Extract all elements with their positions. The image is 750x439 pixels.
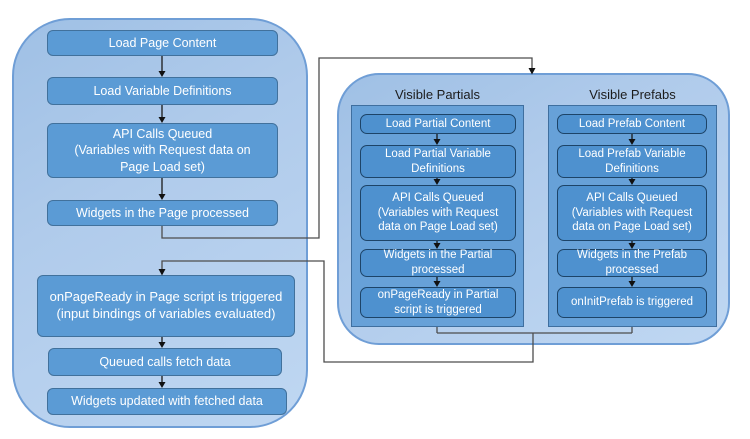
section-title-visible-prefabs: Visible Prefabs xyxy=(589,87,676,102)
step-queued-calls-fetch-data: Queued calls fetch data xyxy=(48,348,282,376)
step-widgets-in-prefab-processed: Widgets in the Prefab processed xyxy=(557,249,707,277)
step-api-calls-queued-page: API Calls Queued (Variables with Request… xyxy=(47,123,278,178)
step-load-partial-content: Load Partial Content xyxy=(360,114,516,134)
step-api-calls-queued-prefab: API Calls Queued (Variables with Request… xyxy=(557,185,707,241)
step-load-partial-variable-definitions: Load Partial Variable Definitions xyxy=(360,145,516,178)
step-widgets-updated-fetched-data: Widgets updated with fetched data xyxy=(47,388,287,415)
step-onpageready-partial-triggered: onPageReady in Partial script is trigger… xyxy=(360,287,516,318)
step-load-page-content: Load Page Content xyxy=(47,30,278,56)
step-load-prefab-variable-definitions: Load Prefab Variable Definitions xyxy=(557,145,707,178)
step-widgets-in-page-processed: Widgets in the Page processed xyxy=(47,200,278,226)
step-onpageready-page-triggered: onPageReady in Page script is triggered … xyxy=(37,275,295,337)
step-load-variable-definitions: Load Variable Definitions xyxy=(47,77,278,105)
step-widgets-in-partial-processed: Widgets in the Partial processed xyxy=(360,249,516,277)
section-title-visible-partials: Visible Partials xyxy=(394,87,481,102)
step-api-calls-queued-partial: API Calls Queued (Variables with Request… xyxy=(360,185,516,241)
step-load-prefab-content: Load Prefab Content xyxy=(557,114,707,134)
step-oninitprefab-triggered: onInitPrefab is triggered xyxy=(557,287,707,318)
